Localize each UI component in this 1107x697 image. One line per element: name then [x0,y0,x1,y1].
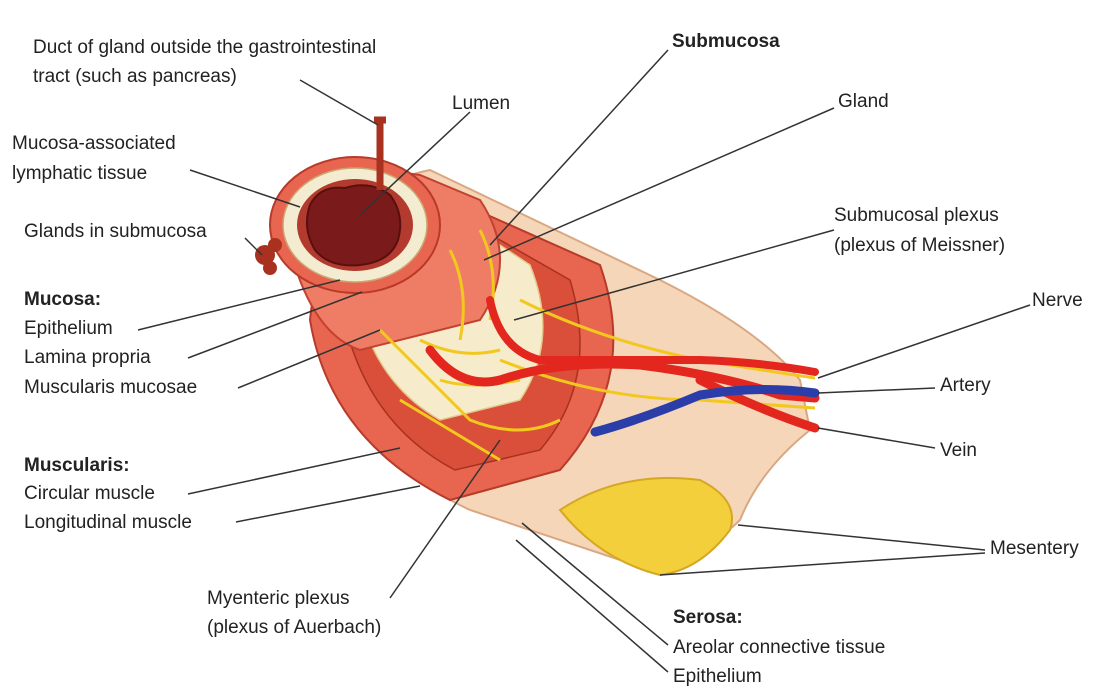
label-submucosa: Submucosa [672,28,780,55]
label-gland: Gland [838,88,889,115]
label-myenteric-line2: (plexus of Auerbach) [207,614,381,641]
label-serosa-header: Serosa: [673,604,743,631]
label-artery: Artery [940,372,991,399]
label-muscularis-header: Muscularis: [24,452,130,479]
label-lumen: Lumen [452,90,510,117]
label-muscularis-mucosae: Muscularis mucosae [24,374,197,401]
label-vein: Vein [940,437,977,464]
label-mucosa-header: Mucosa: [24,286,101,313]
submucosa-gland-lobe [268,238,282,252]
label-duct-line1: Duct of gland outside the gastrointestin… [33,34,376,61]
label-areolar: Areolar connective tissue [673,634,885,661]
label-serosa-epithelium: Epithelium [673,663,762,690]
label-mesentery: Mesentery [990,535,1079,562]
label-circular-muscle: Circular muscle [24,480,155,507]
lumen [307,185,400,265]
submucosa-gland-lobe [263,261,277,275]
label-lamina-propria: Lamina propria [24,344,151,371]
label-submucosal-line2: (plexus of Meissner) [834,232,1005,259]
label-nerve: Nerve [1032,287,1083,314]
label-duct-line2: tract (such as pancreas) [33,63,237,90]
label-glands-submucosa: Glands in submucosa [24,218,207,245]
label-myenteric-line1: Myenteric plexus [207,585,350,612]
label-malt-line2: lymphatic tissue [12,160,147,187]
label-submucosal-line1: Submucosal plexus [834,202,999,229]
label-longitudinal-muscle: Longitudinal muscle [24,509,192,536]
label-malt-line1: Mucosa-associated [12,130,176,157]
label-epithelium: Epithelium [24,315,113,342]
